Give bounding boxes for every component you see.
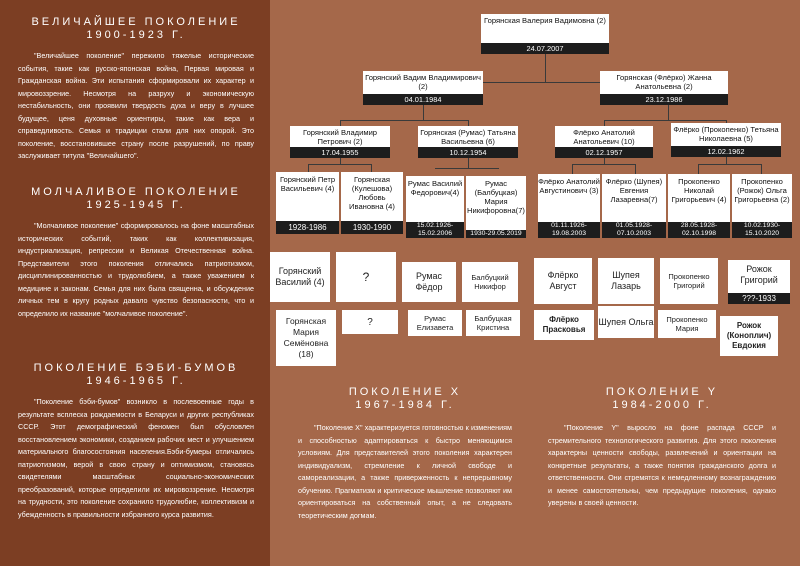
node-name: Горянская (Румас) Татьяна Васильевна (6): [420, 128, 516, 146]
tree-node-g2[interactable]: Горянская (Кулешова) Любовь Ивановна (4)…: [341, 172, 403, 234]
node-name: Горянский Вадим Владимирович (2): [365, 73, 481, 91]
tree-node-g7[interactable]: Прокопенко Николай Григорьевич (4) 28.05…: [668, 174, 730, 238]
node-name: Флёрко Анатолий Анатольевич (10): [573, 128, 635, 146]
tree-photo-p2[interactable]: ?: [336, 252, 396, 302]
photo-date: ???-1933: [728, 293, 790, 304]
tree-photo-p3[interactable]: Румас Фёдор: [402, 262, 456, 302]
node-date: 1928-1986: [276, 221, 339, 234]
node-date: 1930-1990: [341, 221, 403, 234]
tree-node-ff[interactable]: Горянский Владимир Петрович (2) 17.04.19…: [290, 126, 390, 158]
node-name: Прокопенко (Рожок) Ольга Григорьевна (2): [734, 177, 790, 204]
tree-node-g1[interactable]: Горянский Петр Васильевич (4) 1928-1986: [276, 172, 339, 234]
node-date: 1930-29.05.2019: [466, 230, 526, 238]
tree-photo-q6[interactable]: Шупея Ольга: [598, 306, 654, 338]
geny-title: ПОКОЛЕНИЕ Y: [605, 386, 719, 398]
tree-photo-p7[interactable]: Прокопенко Григорий: [660, 258, 718, 304]
node-date: 28.05.1928-02.10.1998: [668, 222, 730, 238]
node-name: Горянская (Флёрко) Жанна Анатольевна (2): [616, 73, 712, 91]
tree-photo-q7[interactable]: Прокопенко Мария: [658, 310, 716, 338]
silent-text: "Молчаливое поколение" сформировалось на…: [18, 221, 254, 318]
tree-photo-q1[interactable]: Горянская Мария Семёновна (18): [276, 310, 336, 366]
tree-node-root[interactable]: Горянская Валерия Вадимовна (2) 24.07.20…: [481, 14, 609, 54]
boomers-title: ПОКОЛЕНИЕ БЭБИ-БУМОВ: [33, 362, 239, 374]
tree-node-mf[interactable]: Флёрко Анатолий Анатольевич (10) 02.12.1…: [555, 126, 653, 158]
boomers-years: 1946-1965 Г.: [86, 375, 186, 387]
tree-node-g3[interactable]: Румас Василий Федорович(4) 15.02.1926-15…: [406, 176, 464, 238]
tree-photo-p4[interactable]: Балбуцкий Никифор: [462, 262, 518, 302]
boomers-text: "Поколение бэби-бумов" возникло в послев…: [18, 397, 254, 519]
greatest-text: "Величайшее поколение" пережило тяжелые …: [18, 51, 254, 160]
genx-text: "Поколение Х" характеризуется готовность…: [298, 423, 512, 520]
boomers-section: ПОКОЛЕНИЕ БЭБИ-БУМОВ 1946-1965 Г. "Покол…: [18, 362, 254, 521]
node-date: 15.02.1926-15.02.2006: [406, 222, 464, 238]
node-date: 10.02.1930-15.10.2020: [732, 222, 792, 238]
tree-photo-q8[interactable]: Рожок (Коноплич) Евдокия: [720, 316, 778, 356]
geny-years: 1984-2000 Г.: [612, 399, 712, 411]
tree-photo-p8[interactable]: Рожок Григорий ???-1933: [728, 260, 790, 304]
tree-photo-q3[interactable]: Румас Елизавета: [408, 310, 462, 336]
left-panel: [0, 0, 270, 566]
node-name: Румас Василий Федорович(4): [407, 179, 463, 197]
node-name: Горянская Валерия Вадимовна (2): [484, 16, 606, 25]
node-name: Флёрко (Шупея) Евгения Лазаревна(7): [605, 177, 663, 204]
node-name: Горянская (Кулешова) Любовь Ивановна (4): [349, 175, 395, 211]
tree-node-mother[interactable]: Горянская (Флёрко) Жанна Анатольевна (2)…: [600, 71, 728, 105]
node-date: 10.12.1954: [418, 147, 518, 158]
greatest-title: ВЕЛИЧАЙШЕЕ ПОКОЛЕНИЕ: [31, 16, 241, 28]
tree-node-g5[interactable]: Флёрко Анатолий Августинович (3) 01.11.1…: [538, 174, 600, 238]
silent-years: 1925-1945 Г.: [86, 199, 186, 211]
node-name: Флёрко Анатолий Августинович (3): [538, 177, 600, 195]
tree-node-mm[interactable]: Флёрко (Прокопенко) Тетьяна Николаевна (…: [671, 123, 781, 157]
tree-node-g4[interactable]: Румас (Балбуцкая) Мария Никифоровна(7) 1…: [466, 176, 526, 238]
silent-generation-section: МОЛЧАЛИВОЕ ПОКОЛЕНИЕ 1925-1945 Г. "Молча…: [18, 186, 254, 320]
node-name: Горянский Владимир Петрович (2): [302, 128, 378, 146]
node-date: 02.12.1957: [555, 147, 653, 158]
tree-photo-p5[interactable]: Флёрко Август: [534, 258, 592, 304]
tree-node-g8[interactable]: Прокопенко (Рожок) Ольга Григорьевна (2)…: [732, 174, 792, 238]
genx-years: 1967-1984 Г.: [355, 399, 455, 411]
tree-photo-q2[interactable]: ?: [342, 310, 398, 334]
genx-title: ПОКОЛЕНИЕ X: [348, 386, 462, 398]
node-date: 01.05.1928-07.10.2003: [602, 222, 666, 238]
tree-node-g6[interactable]: Флёрко (Шупея) Евгения Лазаревна(7) 01.0…: [602, 174, 666, 238]
node-name: Прокопенко Николай Григорьевич (4): [671, 177, 727, 204]
node-date: 17.04.1955: [290, 147, 390, 158]
geny-text: "Поколение Y" выросло на фоне распада СС…: [548, 423, 776, 507]
node-name: Горянский Петр Васильевич (4): [279, 175, 336, 193]
node-date: 23.12.1986: [600, 94, 728, 105]
photo-name: Рожок Григорий: [740, 264, 778, 285]
silent-title: МОЛЧАЛИВОЕ ПОКОЛЕНИЕ: [31, 186, 241, 198]
geny-section: ПОКОЛЕНИЕ Y 1984-2000 Г. "Поколение Y" в…: [548, 386, 776, 510]
node-date: 01.11.1926-19.08.2003: [538, 222, 600, 238]
tree-photo-q5[interactable]: Флёрко Прасковья: [534, 310, 594, 340]
node-date: 12.02.1962: [671, 146, 781, 157]
node-date: 24.07.2007: [481, 43, 609, 54]
node-date: 04.01.1984: [363, 94, 483, 105]
node-name: Румас (Балбуцкая) Мария Никифоровна(7): [467, 179, 525, 215]
node-name: Флёрко (Прокопенко) Тетьяна Николаевна (…: [673, 125, 779, 143]
greatest-generation-section: ВЕЛИЧАЙШЕЕ ПОКОЛЕНИЕ 1900-1923 Г. "Велич…: [18, 16, 254, 163]
tree-photo-p1[interactable]: Горянский Василий (4): [270, 252, 330, 302]
tree-photo-q4[interactable]: Балбуцкая Кристина: [466, 310, 520, 336]
tree-node-father[interactable]: Горянский Вадим Владимирович (2) 04.01.1…: [363, 71, 483, 105]
greatest-years: 1900-1923 Г.: [86, 29, 186, 41]
tree-photo-p6[interactable]: Шупея Лазарь: [598, 258, 654, 304]
genx-section: ПОКОЛЕНИЕ X 1967-1984 Г. "Поколение Х" х…: [298, 386, 512, 522]
tree-node-fm[interactable]: Горянская (Румас) Татьяна Васильевна (6)…: [418, 126, 518, 158]
